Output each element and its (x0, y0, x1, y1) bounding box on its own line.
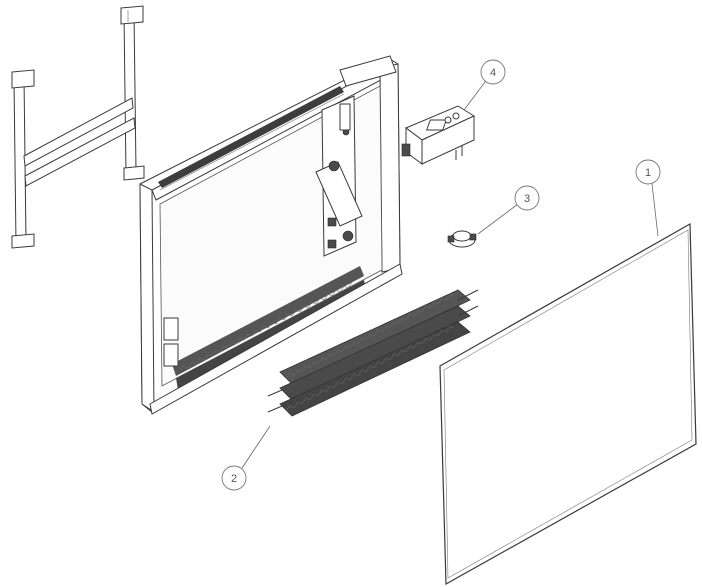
callout-1: 1 (635, 159, 661, 185)
finned-heating-element (267, 289, 479, 417)
callout-3-label: 3 (524, 193, 530, 205)
left-clip-upper (163, 317, 179, 341)
callout-4-label: 4 (490, 67, 496, 79)
control-mounting-bracket (315, 95, 363, 257)
front-panel (439, 222, 697, 586)
callout-1-label: 1 (645, 167, 651, 179)
left-clip-lower (163, 343, 179, 367)
heater-housing-frame (139, 55, 403, 415)
callout-4: 4 (480, 59, 506, 85)
callout-2-label: 2 (231, 473, 237, 485)
callout-4-leader (463, 77, 489, 111)
thermal-cutout (447, 230, 477, 248)
top-louvre-grille (158, 86, 345, 191)
callout-3: 3 (514, 185, 540, 211)
thermostat-control-unit (401, 105, 476, 165)
callout-2-leader (241, 425, 271, 469)
wall-mounting-bracket (11, 5, 145, 249)
callout-1-leader (651, 183, 659, 237)
callout-2: 2 (221, 465, 247, 491)
callout-3-leader (477, 203, 519, 235)
